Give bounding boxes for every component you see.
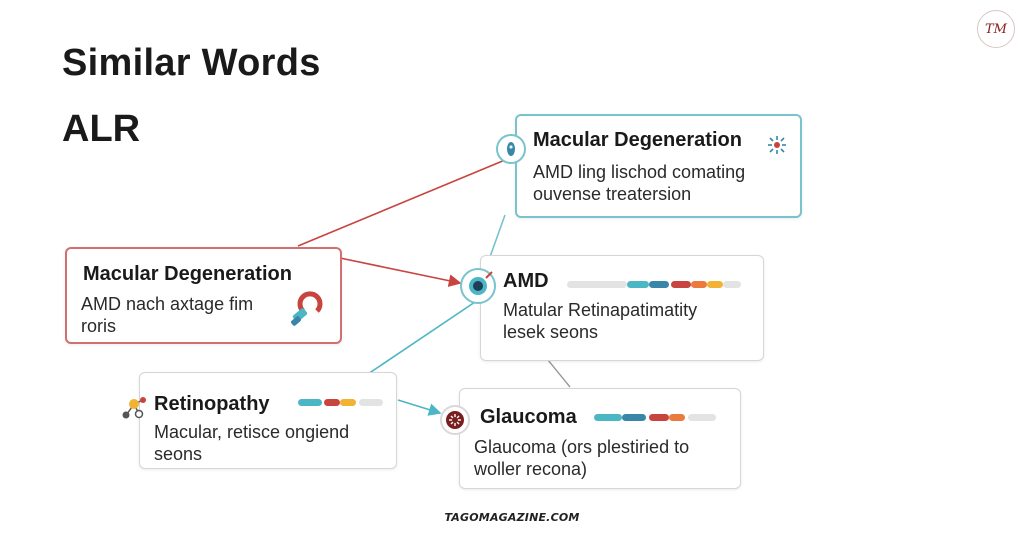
node-title: Glaucoma — [480, 406, 577, 428]
bar-segment — [649, 414, 669, 421]
brand-logo: TM — [977, 10, 1015, 48]
bar-segment — [359, 399, 383, 406]
eye-icon — [496, 134, 526, 164]
node-macular-degeneration-top: Macular Degeneration AMD ling lischod co… — [515, 114, 802, 218]
molecule-icon — [122, 397, 146, 419]
node-description-line-1: Matular Retinapatimatity — [503, 300, 698, 320]
bar-segment — [707, 281, 723, 288]
node-description-line-2: lesek seons — [503, 322, 599, 342]
bar-segment — [691, 281, 707, 288]
connector-left-to-amd — [339, 257, 462, 287]
node-title: AMD — [503, 270, 549, 292]
node-description-line-1: AMD ling lischod comating — [533, 162, 746, 182]
node-description-line-2: ouvense treatersion — [533, 184, 692, 204]
node-description-line-1: AMD nach axtage fim — [81, 294, 254, 314]
connector-amd-to-retinopathy — [367, 299, 479, 375]
bar-segment — [671, 281, 691, 288]
virus-icon — [440, 405, 470, 435]
bar-segment — [723, 281, 741, 288]
target-eye-icon — [460, 268, 496, 304]
page-title: Similar Words — [62, 42, 321, 84]
node-title: Macular Degeneration — [83, 263, 292, 285]
bar-segment — [324, 399, 340, 406]
bar-segment — [298, 399, 322, 406]
node-title: Macular Degeneration — [533, 129, 742, 151]
node-title: Retinopathy — [154, 393, 270, 415]
node-description-line-2: roris — [81, 316, 116, 336]
page-subtitle: ALR — [62, 108, 141, 150]
node-description-line-2: seons — [154, 444, 203, 464]
bar-segment — [669, 414, 685, 421]
node-description-line-1: Glaucoma (ors plestiried to — [474, 437, 690, 457]
bar-segment — [594, 414, 622, 421]
node-glaucoma: Glaucoma Glaucoma (ors plestiried to wol… — [459, 388, 741, 489]
bar-segment — [627, 281, 649, 288]
connector-amd-to-glaucoma — [547, 359, 571, 388]
connector-retinopathy-to-glaucoma — [397, 399, 442, 416]
connector-left-to-top — [297, 159, 506, 247]
sparkle-icon — [768, 136, 786, 154]
node-macular-degeneration-left: Macular Degeneration AMD nach axtage fim… — [65, 247, 342, 344]
bar-segment — [567, 281, 627, 288]
bar-segment — [622, 414, 646, 421]
bar-segment — [649, 281, 669, 288]
bar-segment — [688, 414, 716, 421]
node-description-line-2: woller recona) — [474, 459, 588, 479]
node-description-line-1: Macular, retisce ongiend — [154, 422, 350, 442]
footer-watermark: TAGOMAGAZINE.COM — [444, 511, 580, 524]
node-retinopathy: Retinopathy Macular, retisce ongiend seo… — [139, 372, 397, 469]
node-amd: AMD Matular Retinapatimatity lesek seons — [480, 255, 764, 361]
magnet-icon — [291, 291, 323, 326]
bar-segment — [340, 399, 356, 406]
